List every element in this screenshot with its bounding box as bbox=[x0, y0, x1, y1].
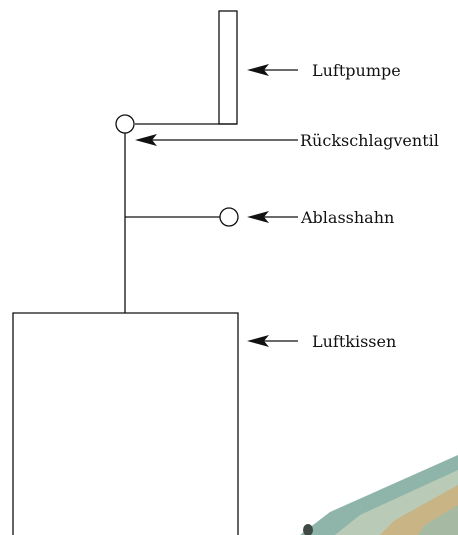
drain-cock-arrow bbox=[247, 211, 298, 223]
label-air-cushion: Luftkissen bbox=[312, 332, 396, 351]
air-pump-shape bbox=[218, 10, 238, 125]
pump-arrow bbox=[247, 64, 298, 76]
check-valve-shape bbox=[115, 114, 135, 134]
label-check-valve: Rückschlagventil bbox=[300, 131, 439, 150]
label-drain-cock: Ablasshahn bbox=[300, 208, 394, 227]
photo-fragment bbox=[300, 455, 458, 535]
drain-cock-shape bbox=[219, 207, 239, 227]
air-cushion-shape bbox=[12, 312, 239, 535]
check-valve-arrow bbox=[135, 134, 298, 146]
label-pump: Luftpumpe bbox=[312, 61, 401, 80]
air-cushion-arrow bbox=[247, 335, 298, 347]
